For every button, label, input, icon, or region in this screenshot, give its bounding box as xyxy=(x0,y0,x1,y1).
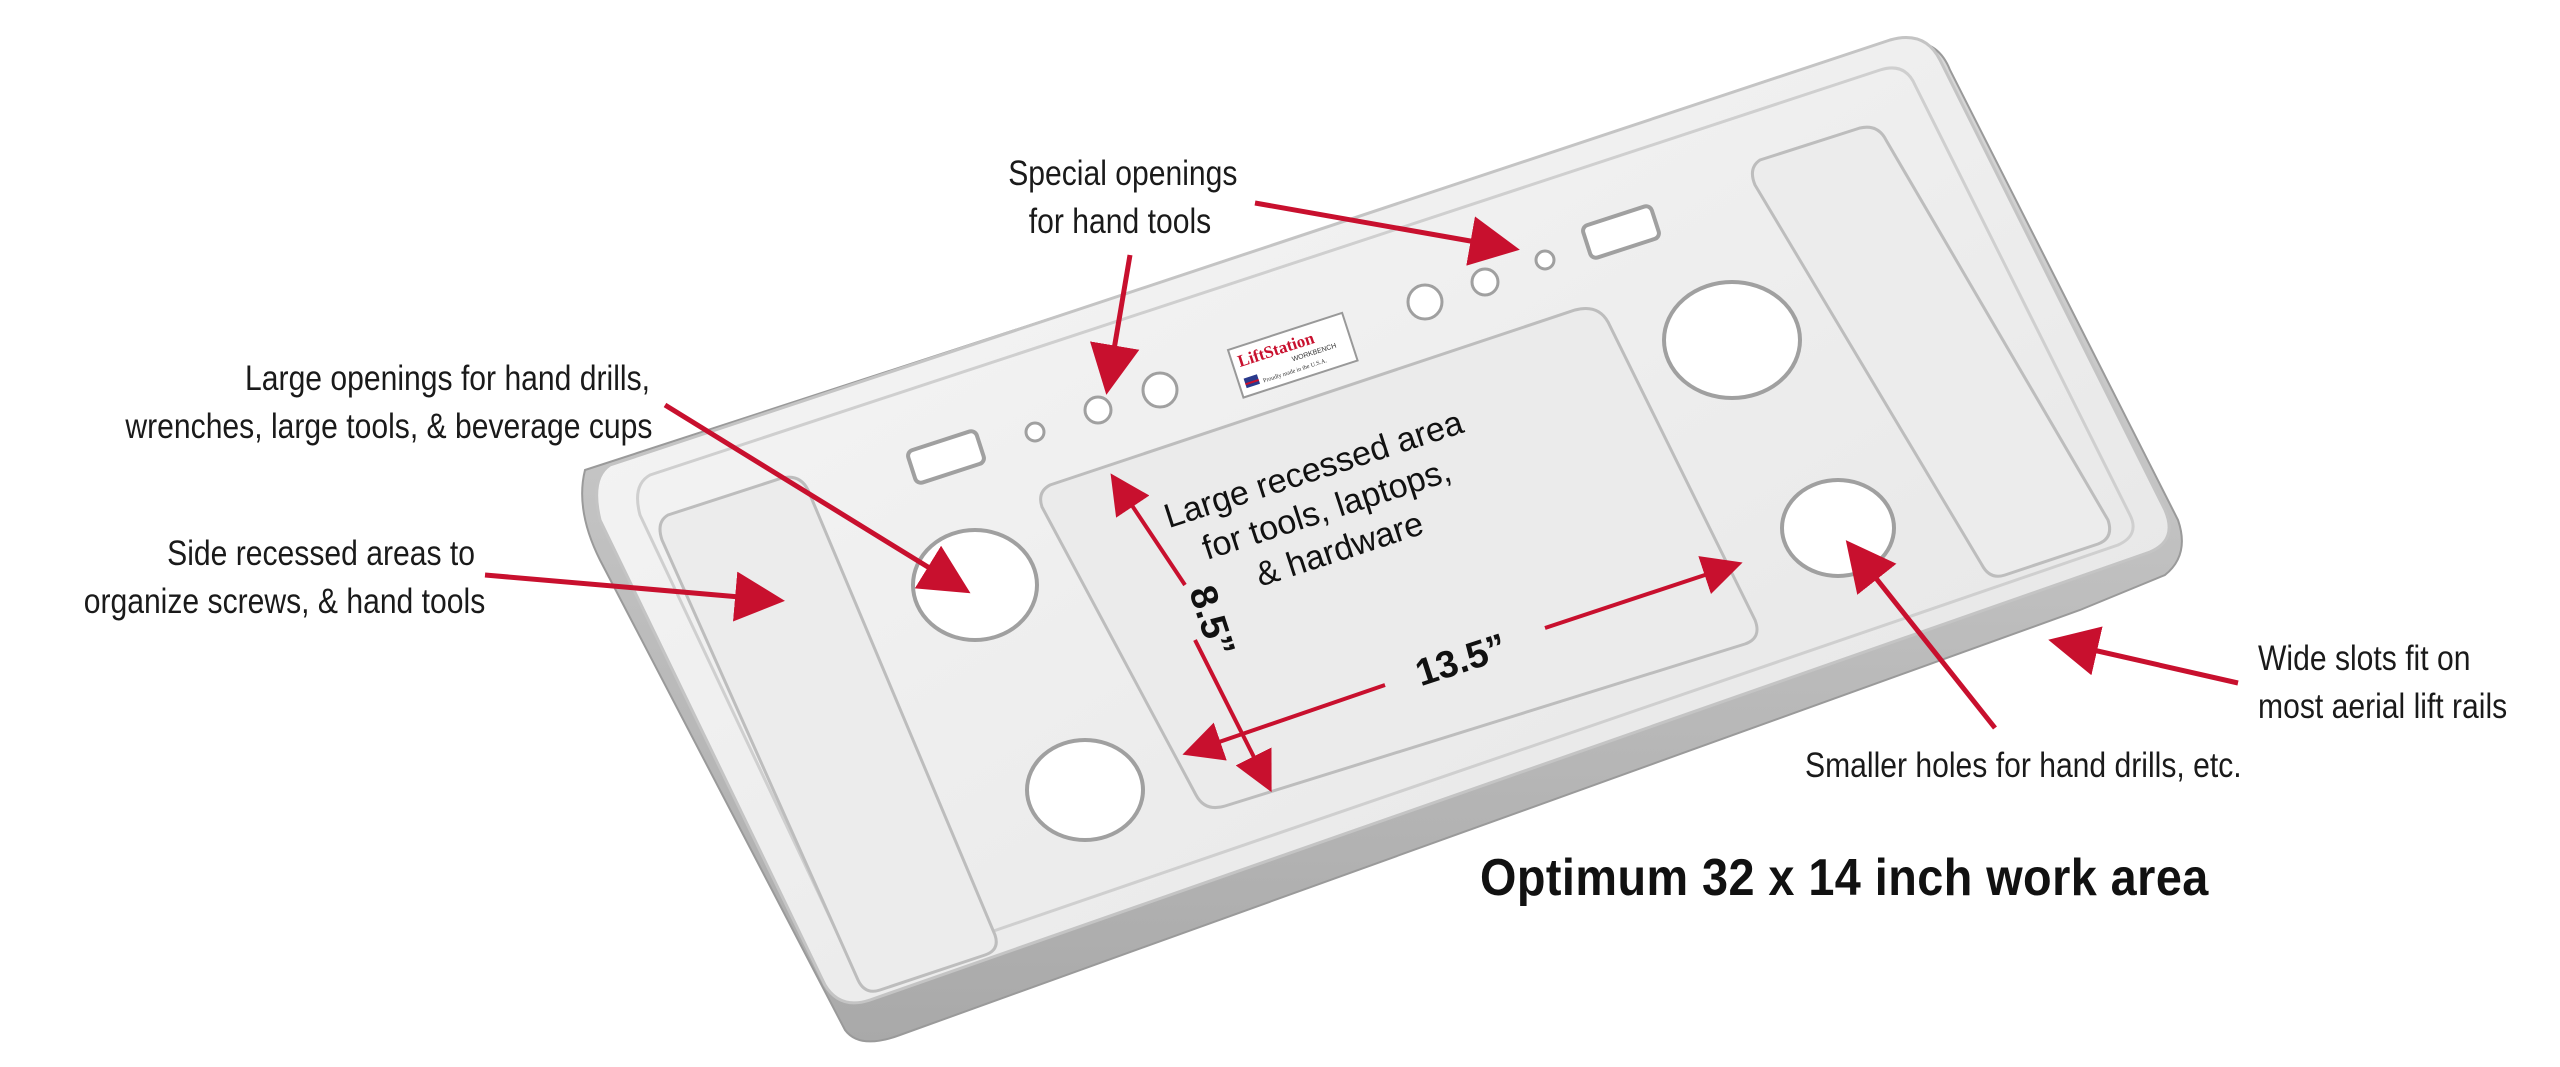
callout-line: wrenches, large tools, & beverage cups xyxy=(125,407,653,446)
large-hole-left xyxy=(911,528,1039,642)
callout-side-recessed: Side recessed areas to organize screws, … xyxy=(83,530,486,626)
tool-hole xyxy=(1406,283,1444,321)
tool-hole xyxy=(1141,371,1179,409)
callout-line: organize screws, & hand tools xyxy=(83,582,486,621)
callout-arrows xyxy=(484,200,2239,730)
callout-line: Side recessed areas to xyxy=(167,534,475,573)
tool-slot-right xyxy=(1581,204,1661,260)
tool-hole xyxy=(1470,267,1500,297)
large-hole-bottom-left xyxy=(1025,738,1145,842)
right-recessed-area xyxy=(1750,125,2112,578)
callout-large-openings: Large openings for hand drills, wrenches… xyxy=(125,355,653,451)
center-recessed-area xyxy=(1039,307,1759,810)
callout-line: Special openings xyxy=(1008,154,1238,193)
large-hole-right xyxy=(1662,280,1802,400)
headline: Optimum 32 x 14 inch work area xyxy=(1480,849,2209,907)
tool-hole xyxy=(1024,421,1046,443)
callout-line: Smaller holes for hand drills, etc. xyxy=(1805,746,2242,785)
callout-smaller-holes: Smaller holes for hand drills, etc. xyxy=(1805,742,2242,790)
small-hole-right xyxy=(1780,478,1896,578)
liftstation-logo: LiftStation WORKBENCH Proudly made in th… xyxy=(1226,311,1359,399)
callout-line: Wide slots fit on xyxy=(2258,639,2471,678)
dimension-lines xyxy=(1110,473,1743,793)
tool-slot-left xyxy=(906,429,986,485)
callout-wide-slots: Wide slots fit on most aerial lift rails xyxy=(2258,635,2507,731)
tool-hole xyxy=(1083,395,1113,425)
tool-hole xyxy=(1534,249,1556,271)
callout-line: most aerial lift rails xyxy=(2258,687,2508,726)
callout-line: Large openings for hand drills, xyxy=(245,359,650,398)
callout-special-openings: Special openings for hand tools xyxy=(1008,150,1238,246)
callout-line: for hand tools xyxy=(1028,202,1212,241)
